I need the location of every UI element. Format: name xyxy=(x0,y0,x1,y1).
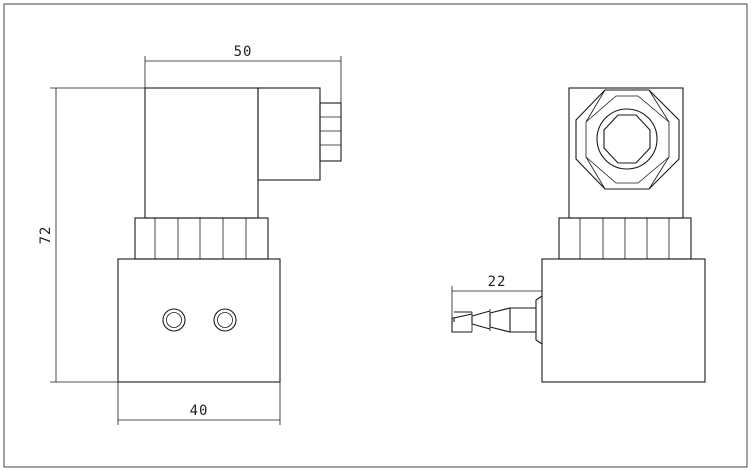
dimension-bottom: 40 xyxy=(117,382,281,425)
dimension-top-label: 50 xyxy=(234,44,253,60)
side-view: 22 xyxy=(451,87,706,383)
side-valve-body xyxy=(541,258,706,383)
dimension-fitting-label: 22 xyxy=(488,274,507,290)
valve-body xyxy=(117,258,281,383)
dimension-bottom-label: 40 xyxy=(190,403,209,419)
port-right xyxy=(213,308,237,332)
connector-center xyxy=(603,114,651,164)
coil-housing xyxy=(144,87,259,219)
connector-ring xyxy=(596,108,658,170)
drawing-border xyxy=(3,3,748,468)
connector-plug xyxy=(319,102,342,162)
connector-block xyxy=(257,87,321,181)
dimension-top: 50 xyxy=(144,44,342,103)
dimension-left-label: 72 xyxy=(38,226,54,245)
dimension-fitting: 22 xyxy=(451,274,543,312)
port-left xyxy=(162,308,186,332)
hex-connector xyxy=(575,89,680,190)
hose-barb-fitting xyxy=(451,295,543,345)
front-view: 50 72 40 xyxy=(38,44,342,425)
dimension-left: 72 xyxy=(38,87,145,383)
